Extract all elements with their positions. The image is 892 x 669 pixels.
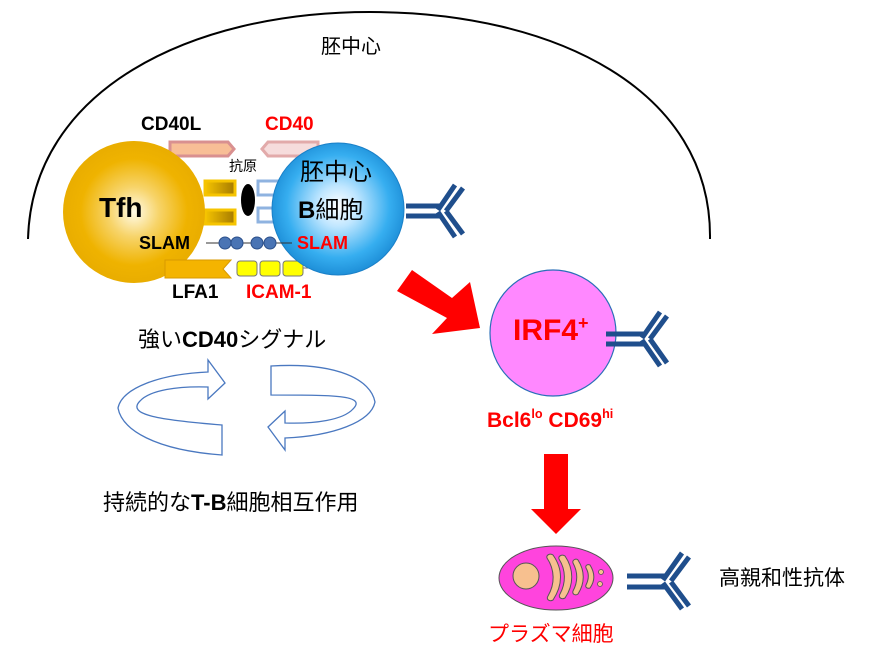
arrow-to-plasma bbox=[531, 454, 581, 534]
tfh-label: Tfh bbox=[99, 192, 143, 223]
cycle-bottom-prefix: 持続的な bbox=[103, 491, 192, 516]
icam1-label: ICAM-1 bbox=[246, 282, 312, 303]
cycle-top-bold: CD40 bbox=[182, 327, 239, 352]
plasma-cell-label: プラズマ細胞 bbox=[488, 622, 614, 646]
gc-b-cell bbox=[271, 142, 405, 276]
tfh-cell bbox=[63, 141, 205, 283]
cd40-label: CD40 bbox=[265, 114, 314, 135]
cycle-bottom-suffix: 細胞相互作用 bbox=[226, 491, 359, 516]
lfa1-shape bbox=[164, 259, 233, 279]
gc-b-cell-label-rest: 細胞 bbox=[315, 196, 364, 224]
cycle-top-prefix: 強い bbox=[138, 328, 183, 353]
icam1-block bbox=[259, 260, 281, 277]
cd69-label: CD69 bbox=[548, 409, 603, 432]
antibody-icon-irf4 bbox=[606, 310, 670, 368]
antibody-icon-secreted bbox=[627, 551, 691, 611]
cd40l-shape bbox=[168, 140, 236, 158]
plasma-cell-icon bbox=[498, 545, 614, 611]
antigen-shape bbox=[241, 184, 255, 216]
cycle-top-suffix: シグナル bbox=[238, 328, 327, 353]
irf4-label-sup: + bbox=[578, 313, 589, 333]
irf4-label: IRF4+ bbox=[513, 313, 589, 347]
slam-dot bbox=[263, 236, 277, 250]
cd40l-label: CD40L bbox=[141, 114, 202, 135]
tcr-upper bbox=[203, 179, 237, 197]
lfa1-label: LFA1 bbox=[172, 282, 219, 303]
cycle-arrow-lower bbox=[267, 364, 376, 452]
slam-t-label: SLAM bbox=[139, 233, 190, 253]
high-affinity-antibody-label: 高親和性抗体 bbox=[719, 566, 845, 590]
cycle-bottom-bold: T-B bbox=[191, 490, 227, 515]
gc-b-cell-label-line1: 胚中心 bbox=[300, 158, 372, 186]
cycle-bottom-label: 持続的なT-B細胞相互作用 bbox=[103, 492, 358, 515]
irf4-markers: Bcl6lo CD69hi bbox=[487, 407, 614, 432]
germinal-center-boundary bbox=[27, 10, 712, 240]
gc-b-cell-label-line2: B細胞 bbox=[298, 198, 363, 223]
germinal-center-label: 胚中心 bbox=[321, 34, 381, 58]
bcl6-sup: lo bbox=[531, 407, 543, 421]
irf4-label-main: IRF4 bbox=[513, 314, 579, 347]
slam-dot bbox=[230, 236, 244, 250]
gc-b-cell-label-b: B bbox=[298, 197, 316, 224]
arrow-to-irf4 bbox=[397, 270, 480, 334]
bcl6-label: Bcl6 bbox=[487, 409, 532, 432]
antibody-icon-b-cell bbox=[406, 183, 466, 239]
cycle-top-label: 強いCD40シグナル bbox=[138, 329, 326, 352]
slam-dot bbox=[250, 236, 264, 250]
tcr-lower bbox=[203, 208, 237, 226]
cycle-arrow-upper bbox=[117, 358, 226, 456]
slam-b-label: SLAM bbox=[297, 233, 348, 253]
cd69-sup: hi bbox=[602, 407, 614, 421]
icam1-block bbox=[236, 260, 258, 277]
slam-dot bbox=[218, 236, 232, 250]
antigen-label: 抗原 bbox=[229, 159, 257, 175]
